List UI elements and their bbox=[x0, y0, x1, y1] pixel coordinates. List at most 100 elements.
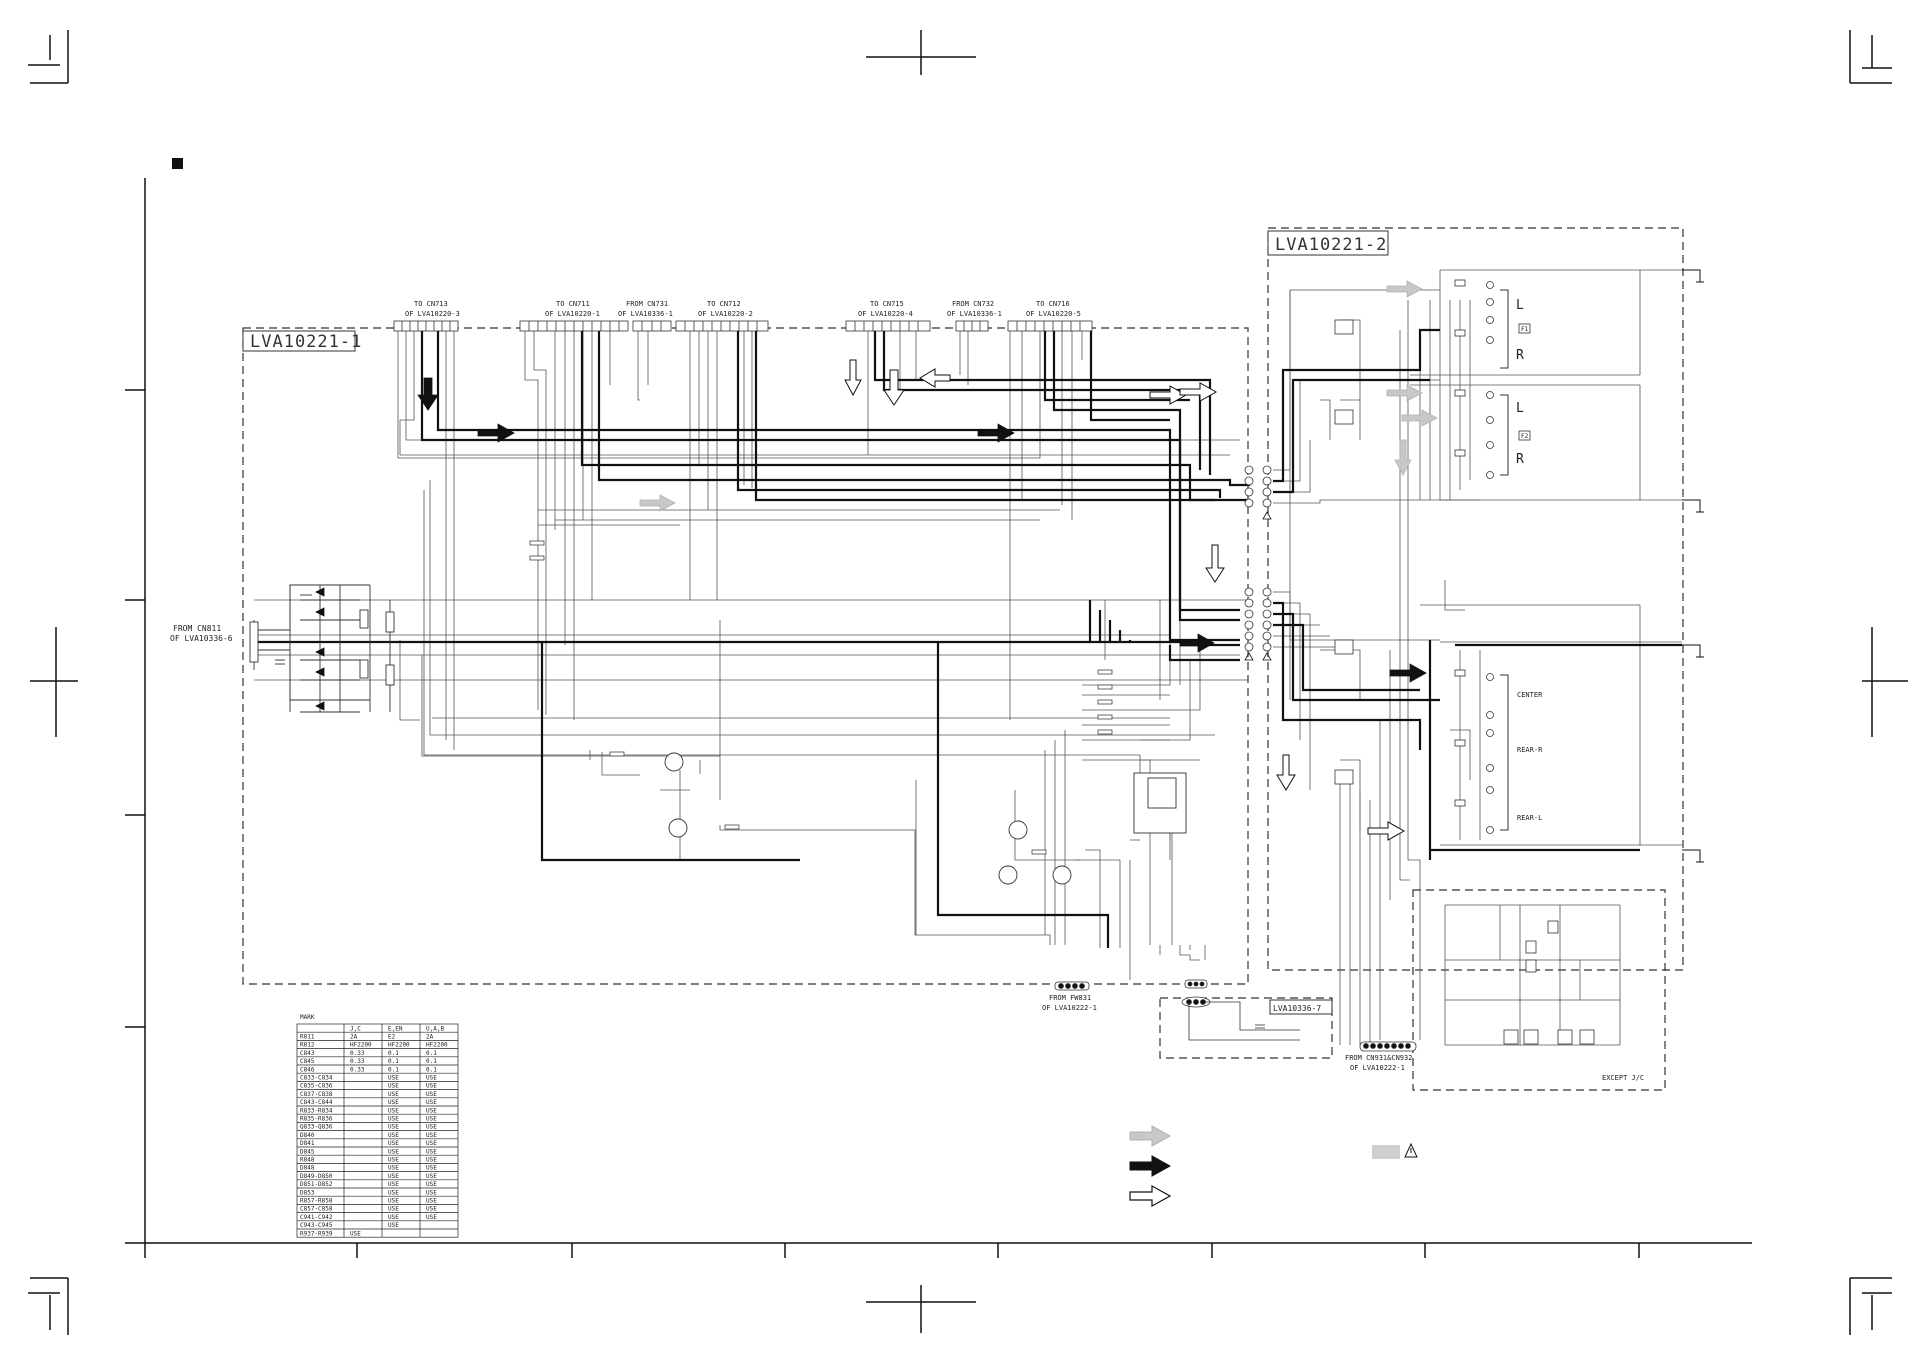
table-cell: USE bbox=[426, 1140, 437, 1147]
table-header-cell: U,A,B bbox=[426, 1025, 444, 1032]
table-cell: C833-C834 bbox=[300, 1075, 333, 1082]
table-cell: USE bbox=[388, 1181, 399, 1188]
table-cell: 0.1 bbox=[426, 1058, 437, 1065]
table-cell: D841 bbox=[300, 1140, 315, 1147]
caption-cn731-line2: OF LVA10336-1 bbox=[618, 310, 673, 318]
table-cell: USE bbox=[426, 1099, 437, 1106]
table-cell: C857-C858 bbox=[300, 1206, 333, 1213]
rectifier-diodes bbox=[315, 587, 325, 711]
terminal-box-labels bbox=[1518, 323, 1531, 441]
caption-cn715-line1: TO CN715 bbox=[870, 300, 904, 308]
table-cell: USE bbox=[388, 1107, 399, 1114]
table-cell: R835-R836 bbox=[300, 1116, 333, 1123]
transistors bbox=[664, 752, 1187, 885]
caption-cn811-line2: OF LVA10336-6 bbox=[170, 634, 233, 643]
table-cell: 2A bbox=[426, 1034, 434, 1041]
table-cell: USE bbox=[388, 1198, 399, 1205]
table-cell: D840 bbox=[300, 1132, 315, 1139]
table-cell: USE bbox=[388, 1116, 399, 1123]
table-cell: USE bbox=[388, 1091, 399, 1098]
caption-cn732-line1: FROM CN732 bbox=[952, 300, 994, 308]
terminal-brackets bbox=[1500, 289, 1509, 831]
board-outlines bbox=[242, 227, 1684, 1091]
except-label: EXCEPT J/C bbox=[1602, 1074, 1644, 1082]
board-outline-except bbox=[1412, 889, 1666, 1091]
table-cell: C843 bbox=[300, 1050, 315, 1057]
parts-table-title: MARK bbox=[300, 1014, 315, 1021]
table-cell: 0.1 bbox=[426, 1050, 437, 1057]
legend-warning-triangle-icon bbox=[1404, 1142, 1418, 1158]
output-components bbox=[1334, 279, 1595, 1045]
caption-cn731-line1: FROM CN731 bbox=[626, 300, 668, 308]
legend bbox=[1129, 1125, 1418, 1208]
connector-headers bbox=[393, 320, 1093, 332]
table-cell: R848 bbox=[300, 1157, 315, 1164]
header-cn731 bbox=[632, 320, 672, 332]
table-cell: USE bbox=[388, 1083, 399, 1090]
table-cell: USE bbox=[426, 1116, 437, 1123]
table-cell: USE bbox=[388, 1173, 399, 1180]
table-cell: USE bbox=[388, 1189, 399, 1196]
legend-white-arrow-icon bbox=[1129, 1184, 1172, 1208]
parts-table-grid bbox=[296, 1023, 459, 1238]
board-label-box-main bbox=[242, 330, 356, 352]
table-cell: USE bbox=[388, 1075, 399, 1082]
table-header-cell: E,EN bbox=[388, 1025, 403, 1032]
table-cell: USE bbox=[388, 1148, 399, 1155]
black-square-icon bbox=[172, 158, 183, 169]
caption-cn713-line2: OF LVA10220-3 bbox=[405, 310, 460, 318]
speaker-terminals bbox=[1486, 281, 1494, 834]
center-label: CENTER bbox=[1517, 691, 1543, 699]
caption-cn713-line1: TO CN713 bbox=[414, 300, 448, 308]
header-cn711 bbox=[519, 320, 629, 332]
caption-cn931-line2: OF LVA10222-1 bbox=[1350, 1064, 1405, 1072]
output-thick bbox=[1273, 328, 1682, 860]
table-cell: 0.33 bbox=[350, 1050, 365, 1057]
table-cell: USE bbox=[426, 1083, 437, 1090]
table-cell: HF2200 bbox=[388, 1042, 410, 1049]
header-cn713 bbox=[393, 320, 459, 332]
table-cell: C837-C838 bbox=[300, 1091, 333, 1098]
table-cell: R811 bbox=[300, 1034, 315, 1041]
caption-cn716-line1: TO CN716 bbox=[1036, 300, 1070, 308]
board-outline-output bbox=[1267, 227, 1684, 971]
table-cell: USE bbox=[388, 1157, 399, 1164]
rear-l-label: REAR-L bbox=[1517, 814, 1542, 822]
table-cell: USE bbox=[426, 1091, 437, 1098]
gray-arrow-icon bbox=[639, 280, 1438, 512]
caption-cn716-line2: OF LVA10220-5 bbox=[1026, 310, 1081, 318]
caption-cn931-line1: FROM CN931&CN932 bbox=[1345, 1054, 1412, 1062]
table-cell: 0.1 bbox=[388, 1058, 399, 1065]
table-cell: USE bbox=[426, 1206, 437, 1213]
header-cn716 bbox=[1007, 320, 1093, 332]
table-cell: D853 bbox=[300, 1189, 315, 1196]
table-cell: R833-R834 bbox=[300, 1107, 333, 1114]
board-outline-sub bbox=[1159, 997, 1333, 1059]
front2-left-label: L bbox=[1516, 401, 1524, 416]
front2-tag-text: F2 bbox=[1521, 433, 1529, 440]
table-cell: USE bbox=[426, 1181, 437, 1188]
caption-cn711-line1: TO CN711 bbox=[556, 300, 590, 308]
table-cell: USE bbox=[388, 1206, 399, 1213]
table-cell: USE bbox=[426, 1173, 437, 1180]
front1-right-label: R bbox=[1516, 348, 1524, 363]
output-wiring bbox=[1273, 269, 1682, 1046]
sub-board bbox=[1181, 996, 1300, 1041]
caption-cn811-line1: FROM CN811 bbox=[173, 624, 221, 633]
caption-cn732-line2: OF LVA10336-1 bbox=[947, 310, 1002, 318]
table-cell: USE bbox=[388, 1140, 399, 1147]
legend-safety-swatch bbox=[1372, 1145, 1400, 1159]
ground-symbols bbox=[1682, 269, 1704, 863]
table-cell: HF2200 bbox=[426, 1042, 448, 1049]
table-cell: C835-C836 bbox=[300, 1083, 333, 1090]
table-cell: C845 bbox=[300, 1058, 315, 1065]
table-cell: R937-R939 bbox=[300, 1230, 333, 1237]
table-cell: Q833-Q836 bbox=[300, 1124, 333, 1131]
header-cn732 bbox=[955, 320, 989, 332]
board-label-output: LVA10221-2 bbox=[1275, 235, 1387, 255]
caption-cn711-line2: OF LVA10220-1 bbox=[545, 310, 600, 318]
table-cell: USE bbox=[426, 1214, 437, 1221]
rear-r-label: REAR-R bbox=[1517, 746, 1543, 754]
table-cell: D851-D852 bbox=[300, 1181, 333, 1188]
